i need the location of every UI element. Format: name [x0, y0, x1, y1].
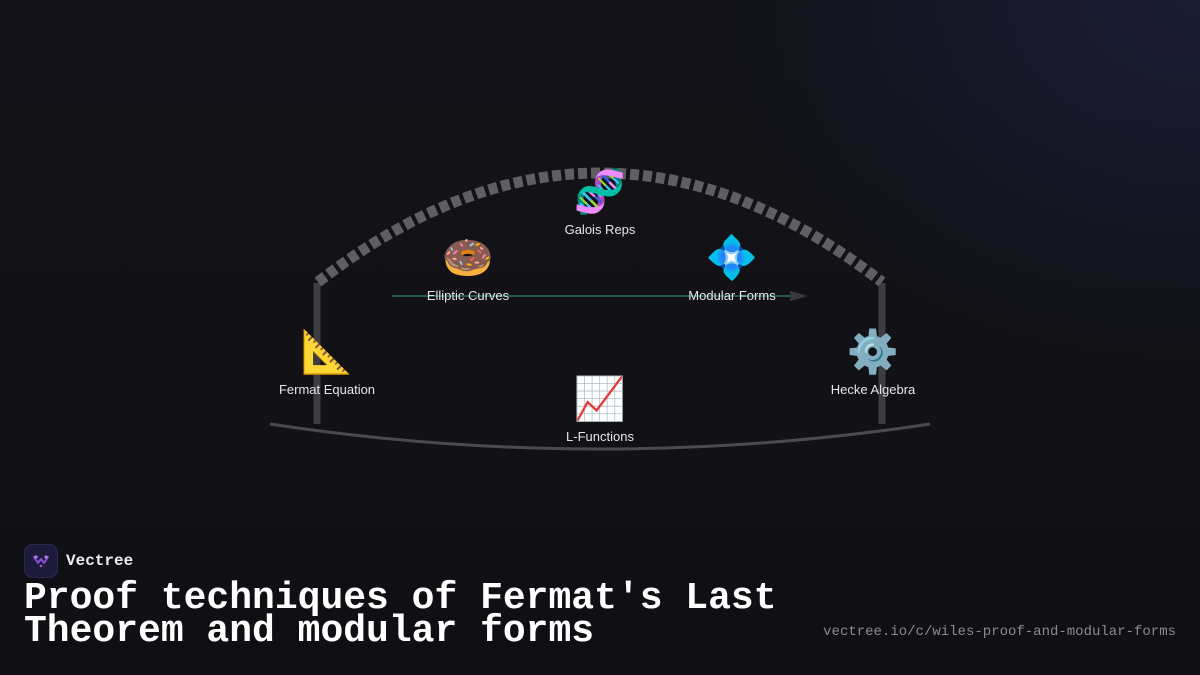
chart-increasing-icon: 📈 — [573, 375, 627, 422]
vectree-logo-icon — [24, 544, 58, 578]
connection-arrowhead — [790, 291, 808, 301]
dashed-arch — [314, 167, 886, 287]
node-elliptic-curves: 🍩 Elliptic Curves — [388, 232, 548, 303]
doughnut-icon: 🍩 — [441, 234, 495, 281]
node-label: Fermat Equation — [278, 382, 376, 397]
page-title: Proof techniques of Fermat's Last Theore… — [24, 577, 777, 653]
node-label: Modular Forms — [688, 288, 776, 303]
source-url: vectree.io/c/wiles-proof-and-modular-for… — [823, 624, 1176, 640]
node-hecke-algebra: ⚙️ Hecke Algebra — [793, 326, 953, 397]
base-curve — [269, 422, 931, 451]
node-fermat-equation: 📐 Fermat Equation — [247, 326, 407, 397]
diamond-shape-icon: 💠 — [705, 234, 759, 281]
brand: Vectree — [24, 544, 133, 578]
node-l-functions: 📈 L-Functions — [520, 373, 680, 444]
node-label: Hecke Algebra — [830, 382, 916, 397]
gear-icon: ⚙️ — [846, 328, 900, 375]
node-label: Galois Reps — [564, 222, 636, 237]
node-label: Elliptic Curves — [426, 288, 510, 303]
node-galois-reps: 🧬 Galois Reps — [520, 166, 680, 237]
dna-icon: 🧬 — [573, 168, 627, 215]
node-modular-forms: 💠 Modular Forms — [652, 232, 812, 303]
node-label: L-Functions — [566, 429, 634, 444]
triangular-ruler-icon: 📐 — [300, 328, 354, 375]
brand-name: Vectree — [66, 552, 134, 570]
